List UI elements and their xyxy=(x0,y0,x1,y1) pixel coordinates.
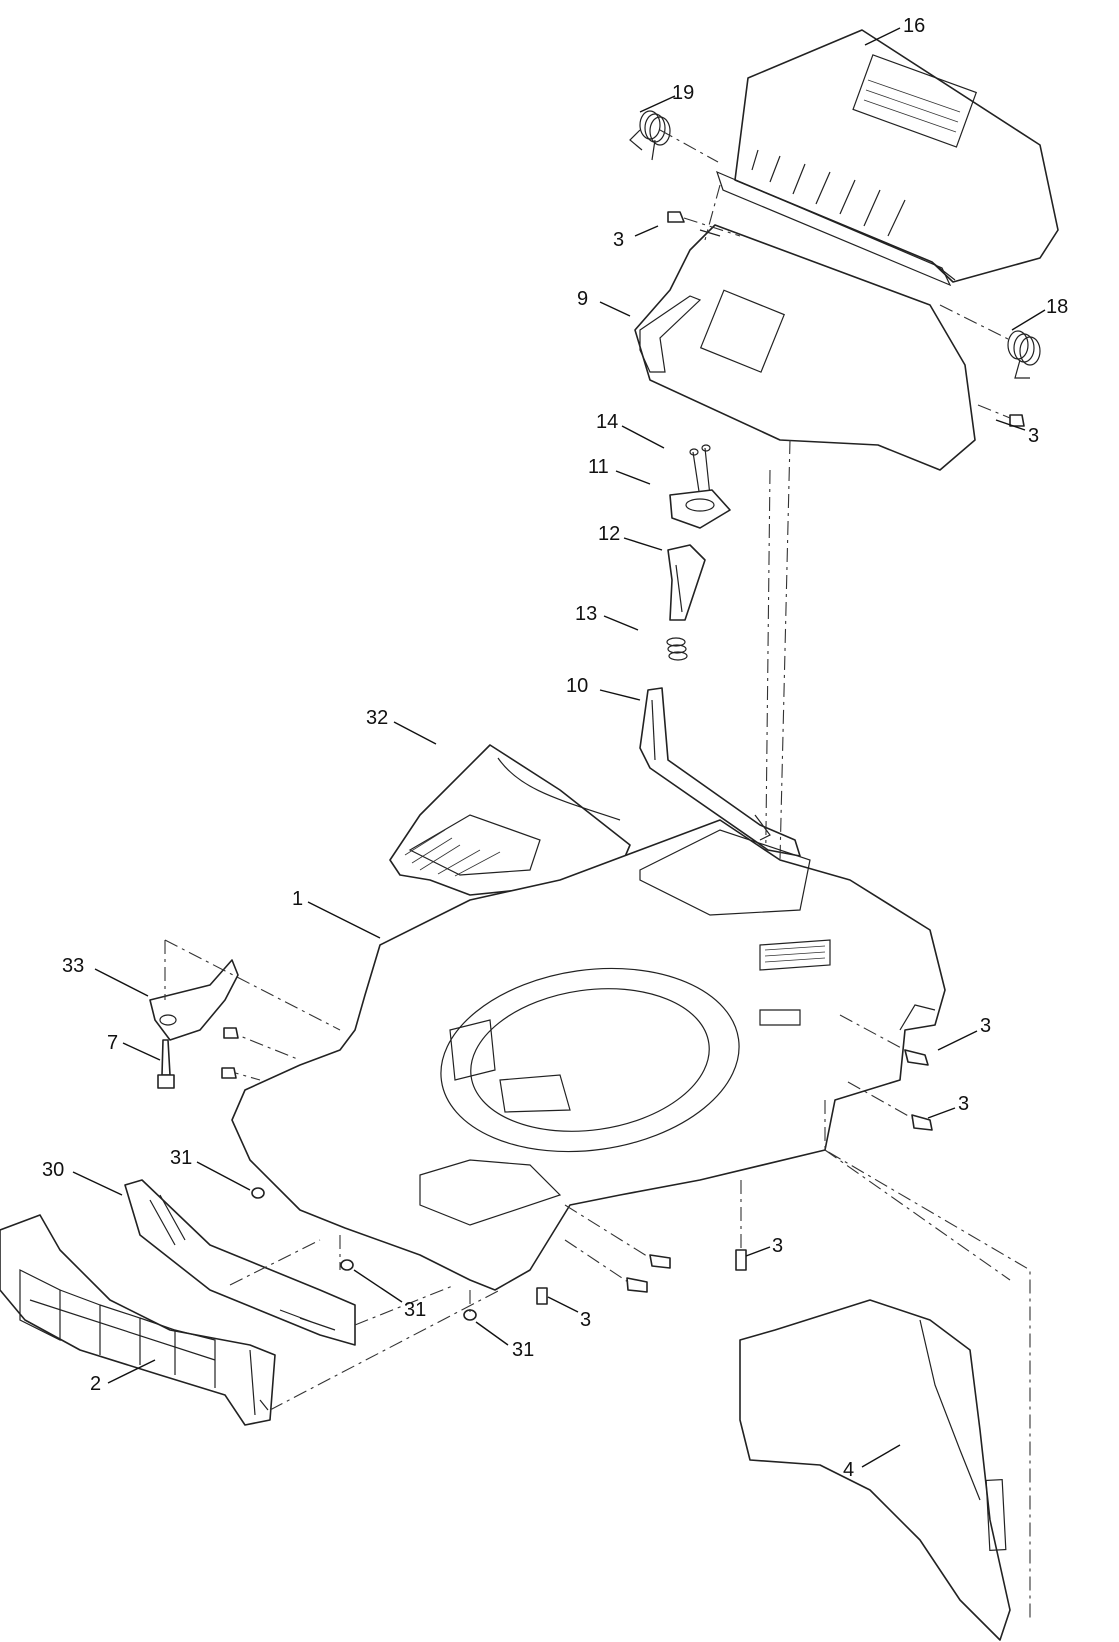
part-19-spring xyxy=(629,110,671,161)
callout-16: 16 xyxy=(903,15,925,37)
callout-3: 3 xyxy=(1028,425,1039,447)
callout-10: 10 xyxy=(566,675,588,697)
callout-31: 31 xyxy=(512,1339,534,1361)
callout-19: 19 xyxy=(672,82,694,104)
callout-13: 13 xyxy=(575,603,597,625)
callout-14: 14 xyxy=(596,411,618,433)
callout-30: 30 xyxy=(42,1159,64,1181)
part-33-bracket xyxy=(149,959,239,1041)
part-9-rear-flap xyxy=(634,224,976,471)
callout-3: 3 xyxy=(958,1093,969,1115)
part-10-rod xyxy=(639,687,801,857)
callout-32: 32 xyxy=(366,707,388,729)
bolts-deck-left xyxy=(221,1027,239,1079)
part-18-spring xyxy=(1007,330,1041,379)
part-7-bolt xyxy=(157,1039,175,1089)
callout-31: 31 xyxy=(404,1299,426,1321)
part-11-knob xyxy=(669,489,731,529)
part-14-screws xyxy=(689,444,711,499)
callout-18: 18 xyxy=(1046,296,1068,318)
callout-3: 3 xyxy=(613,229,624,251)
callout-33: 33 xyxy=(62,955,84,977)
callout-12: 12 xyxy=(598,523,620,545)
bolt-3-right-lower xyxy=(847,1081,933,1131)
callout-11: 11 xyxy=(588,456,609,478)
part-2-rear-bumper xyxy=(0,1214,276,1426)
callout-7: 7 xyxy=(107,1032,118,1054)
bolt-3-upper-right xyxy=(977,404,1025,427)
callout-3: 3 xyxy=(580,1309,591,1331)
part-1-mower-deck xyxy=(231,819,946,1291)
callout-2: 2 xyxy=(90,1373,101,1395)
callout-3: 3 xyxy=(980,1015,991,1037)
callout-3: 3 xyxy=(772,1235,783,1257)
callout-4: 4 xyxy=(843,1459,854,1481)
part-31-nuts xyxy=(251,1187,477,1321)
bolt-3-right-upper xyxy=(839,1014,929,1066)
bolts-3-lower-center xyxy=(536,1180,747,1305)
part-16-cover xyxy=(716,29,1059,287)
part-4-discharge-chute xyxy=(739,1299,1011,1641)
bolt-3-upper-left xyxy=(667,211,741,237)
part-13-spring xyxy=(666,637,688,661)
callout-31: 31 xyxy=(170,1147,192,1169)
callout-9: 9 xyxy=(577,288,588,310)
callout-1: 1 xyxy=(292,888,303,910)
part-12-lever xyxy=(667,544,706,621)
callout-labels: 16 19 3 9 18 3 14 11 12 13 10 32 1 33 7 … xyxy=(42,15,1068,1481)
